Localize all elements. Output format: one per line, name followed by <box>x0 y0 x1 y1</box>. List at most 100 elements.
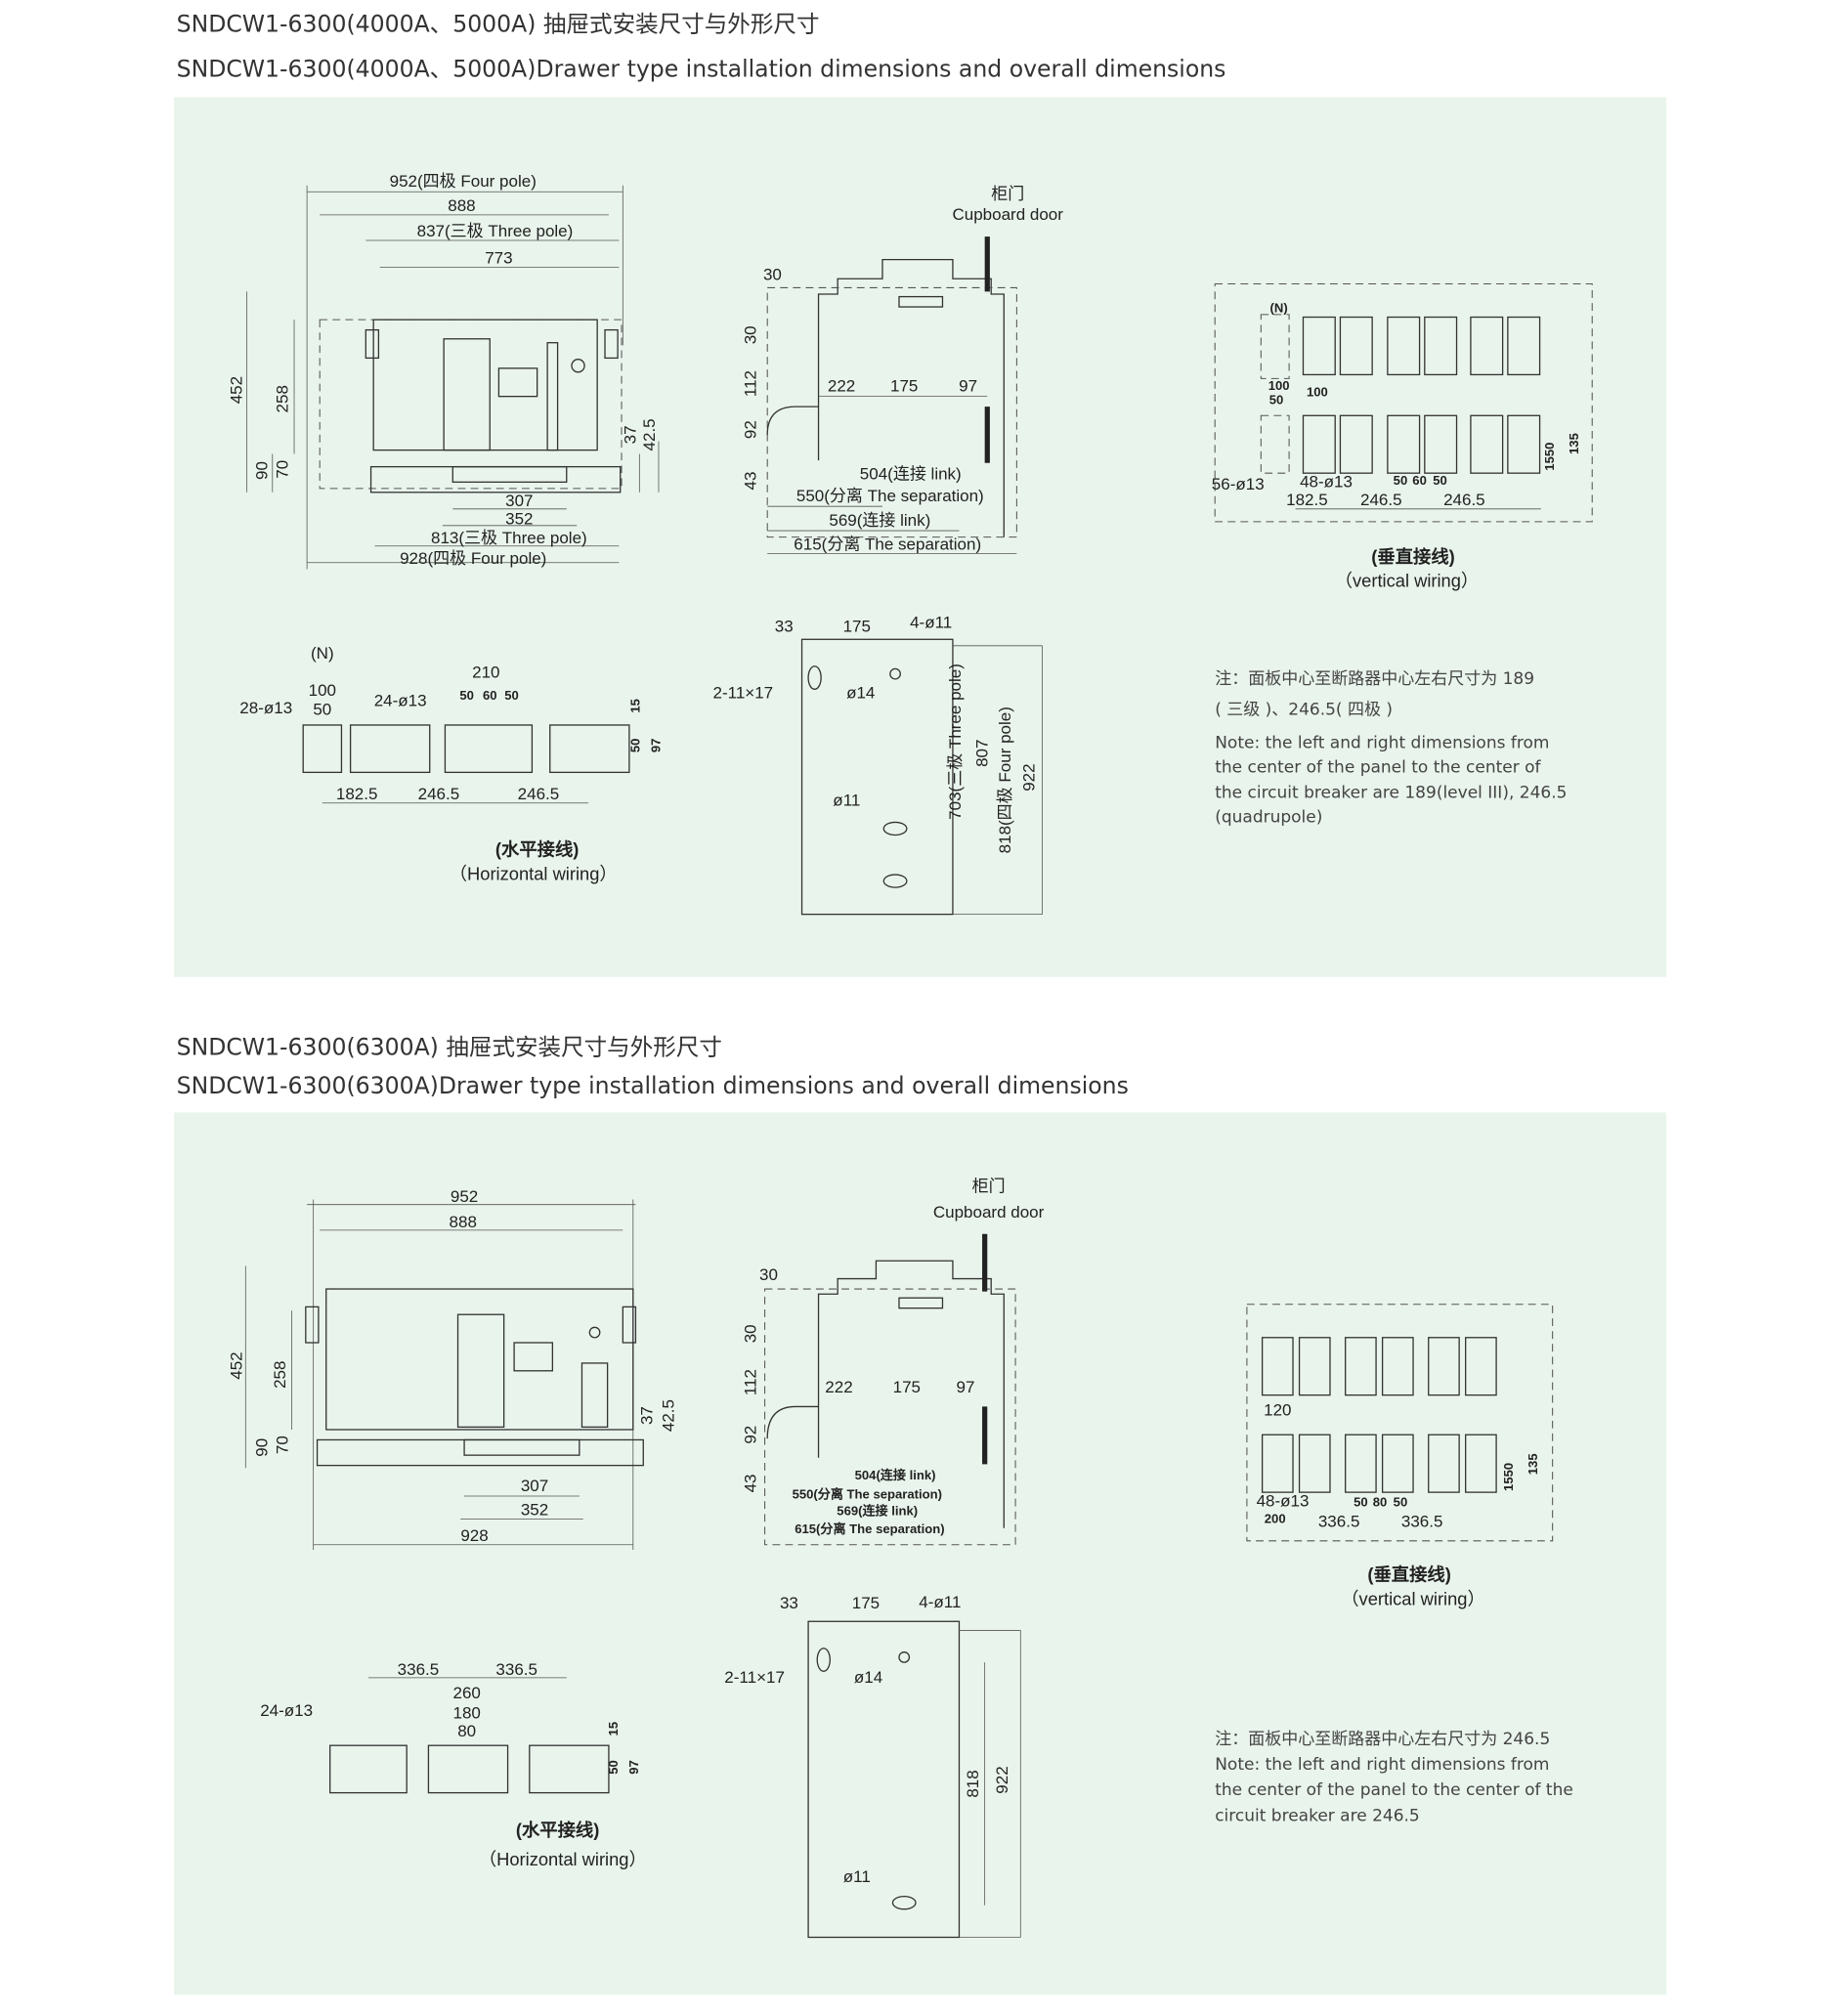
dim-92: 92 <box>741 420 759 439</box>
dim-15: 15 <box>627 699 642 713</box>
dim-952: 952(四极 Four pole) <box>390 172 537 191</box>
section2-title-en: SNDCW1-6300(6300A)Drawer type installati… <box>177 1072 1129 1099</box>
note-line: 注：面板中心至断路器中心左右尺寸为 189 <box>1215 669 1534 689</box>
dim-50: 50 <box>606 1760 621 1775</box>
dim-818: 818 <box>964 1770 982 1797</box>
side-view-2: 柜门 Cupboard door 30 30 112 92 43 222 175… <box>741 1178 1045 1546</box>
hole-callout: ø14 <box>854 1668 882 1687</box>
dim-80: 80 <box>1373 1494 1388 1509</box>
mounting-view-1: 33 175 4-ø11 2-11×17 ø14 ø11 703(三极 Thre… <box>713 614 1043 916</box>
dim-307: 307 <box>521 1477 548 1495</box>
hole-callout: ø11 <box>833 791 860 809</box>
dim-50: 50 <box>1433 473 1447 488</box>
dim-837: 837(三极 Three pole) <box>417 222 574 240</box>
dim-175: 175 <box>890 376 918 395</box>
dim-336-5: 336.5 <box>495 1660 537 1679</box>
dim-43: 43 <box>741 472 759 491</box>
dim-50: 50 <box>627 739 642 753</box>
dim-807: 807 <box>972 740 991 767</box>
dim-50: 50 <box>313 700 331 718</box>
caption-en: （Horizontal wiring） <box>479 1849 647 1869</box>
dim-135: 135 <box>1567 433 1581 454</box>
dim-50: 50 <box>504 688 519 703</box>
dim-888: 888 <box>448 196 475 215</box>
dim-452: 452 <box>227 376 245 404</box>
dim-30: 30 <box>763 266 782 284</box>
dim-888: 888 <box>450 1213 477 1231</box>
note-line: ( 三级 )、246.5( 四极 ) <box>1215 700 1393 719</box>
dim-60: 60 <box>483 688 497 703</box>
dim-33: 33 <box>775 617 794 635</box>
dim-569: 569(连接 link) <box>837 1503 918 1519</box>
dim-246-5: 246.5 <box>1443 491 1485 509</box>
hole-callout: 4-ø11 <box>910 614 952 632</box>
dim-15: 15 <box>606 1722 621 1736</box>
caption-cn: (垂直接线) <box>1371 546 1454 567</box>
dim-100: 100 <box>1268 378 1290 393</box>
hole-callout: 56-ø13 <box>1212 475 1265 493</box>
dim-182-5: 182.5 <box>1286 491 1328 509</box>
dim-260: 260 <box>452 1684 480 1702</box>
dim-43: 43 <box>741 1474 759 1492</box>
dim-112: 112 <box>741 1369 759 1395</box>
dim-336-5: 336.5 <box>1318 1512 1360 1530</box>
caption-cn: (水平接线) <box>495 838 579 859</box>
dim-135: 135 <box>1526 1453 1540 1475</box>
dim-246-5: 246.5 <box>418 785 460 803</box>
note-line: (quadrupole) <box>1215 807 1322 827</box>
note-2: 注：面板中心至断路器中心左右尺寸为 246.5 Note: the left a… <box>1215 1730 1573 1826</box>
dim-60: 60 <box>1412 473 1427 488</box>
dim-120: 120 <box>1264 1401 1291 1420</box>
dim-50: 50 <box>1354 1494 1368 1509</box>
hole-callout: 48-ø13 <box>1300 473 1353 492</box>
dim-90: 90 <box>253 461 272 480</box>
door-label-cn: 柜门 <box>972 1178 1006 1196</box>
hole-callout: ø14 <box>846 683 875 702</box>
dim-37: 37 <box>621 425 639 444</box>
dim-773: 773 <box>485 249 512 268</box>
caption-en: （Horizontal wiring） <box>450 863 618 883</box>
hole-callout: 4-ø11 <box>919 1593 961 1611</box>
front-view-2: 952 888 452 258 90 70 37 42.5 307 352 92… <box>227 1187 678 1550</box>
hole-callout: ø11 <box>843 1867 871 1886</box>
dim-928: 928 <box>460 1526 488 1545</box>
dim-246-5: 246.5 <box>518 785 560 803</box>
dim-175: 175 <box>843 617 871 635</box>
dim-550: 550(分离 The separation) <box>793 1486 942 1502</box>
dim-615: 615(分离 The separation) <box>794 536 981 554</box>
horizontal-wiring-1: (N) 100 50 28-ø13 24-ø13 210 50 60 50 15… <box>239 644 663 883</box>
dim-352: 352 <box>505 510 533 529</box>
section1-title-cn: SNDCW1-6300(4000A、5000A) 抽屉式安装尺寸与外形尺寸 <box>177 11 820 38</box>
dim-100: 100 <box>1307 385 1328 400</box>
dim-42-5: 42.5 <box>660 1399 678 1432</box>
dim-97: 97 <box>959 376 977 395</box>
dim-80: 80 <box>457 1722 476 1740</box>
dim-97: 97 <box>626 1760 641 1775</box>
caption-cn: (垂直接线) <box>1367 1564 1450 1584</box>
note-line: circuit breaker are 246.5 <box>1215 1806 1420 1825</box>
vertical-wiring-2: 120 48-ø13 200 50 80 50 336.5 336.5 1550… <box>1246 1304 1554 1608</box>
dim-352: 352 <box>521 1501 548 1520</box>
dim-222: 222 <box>825 1378 852 1396</box>
note-line: Note: the left and right dimensions from <box>1215 1755 1549 1775</box>
dim-112: 112 <box>741 370 759 397</box>
dim-813: 813(三极 Three pole) <box>431 529 587 547</box>
dim-175: 175 <box>852 1594 880 1612</box>
dim-550: 550(分离 The separation) <box>796 487 984 505</box>
neutral-label: (N) <box>1270 300 1288 315</box>
dim-222: 222 <box>828 376 855 395</box>
dim-922: 922 <box>1020 763 1039 791</box>
dim-336-5: 336.5 <box>1401 1512 1443 1530</box>
mounting-view-2: 33 175 4-ø11 2-11×17 ø14 ø11 818 922 <box>724 1593 1021 1939</box>
dim-50: 50 <box>1394 473 1408 488</box>
dim-336-5: 336.5 <box>398 1660 440 1679</box>
dim-90: 90 <box>253 1438 272 1457</box>
dim-818: 818(四极 Four pole) <box>996 707 1014 853</box>
dim-100: 100 <box>309 681 336 700</box>
hole-callout: 28-ø13 <box>239 699 292 717</box>
dim-50: 50 <box>1394 1494 1408 1509</box>
note-line: the center of the panel to the center of <box>1215 757 1541 777</box>
vertical-wiring-1: (N) 100 50 100 56-ø13 48-ø13 50 60 50 18… <box>1212 282 1593 591</box>
section2-title-cn: SNDCW1-6300(6300A) 抽屉式安装尺寸与外形尺寸 <box>177 1034 722 1061</box>
